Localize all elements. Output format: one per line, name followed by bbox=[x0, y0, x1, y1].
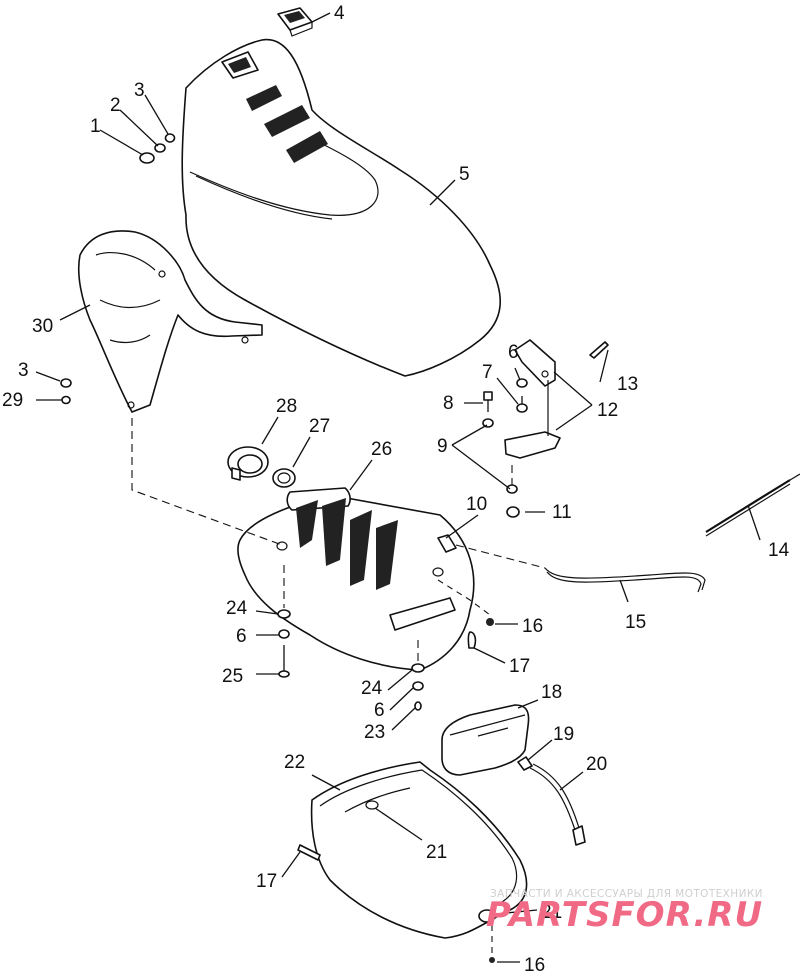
storage-tub-part bbox=[310, 761, 528, 939]
callout-17-lower: 17 bbox=[256, 871, 277, 892]
callout-9: 9 bbox=[437, 436, 448, 457]
pad-part bbox=[441, 704, 530, 776]
callout-3: 3 bbox=[134, 80, 145, 101]
latch-cable bbox=[705, 473, 800, 537]
callout-19: 19 bbox=[553, 724, 574, 745]
hood-part bbox=[77, 230, 263, 413]
callout-16-lower: 16 bbox=[524, 955, 545, 976]
callout-10: 10 bbox=[466, 494, 487, 515]
callout-6-left: 6 bbox=[236, 626, 247, 647]
grommet-part bbox=[227, 446, 269, 481]
callout-24-right: 24 bbox=[361, 678, 383, 699]
seat-fasteners bbox=[139, 133, 176, 164]
callout-6-right: 6 bbox=[374, 700, 385, 721]
storage-tank-part bbox=[237, 487, 475, 671]
callout-25: 25 bbox=[222, 666, 243, 687]
watermark-caption: ЗАПЧАСТИ И АКСЕССУАРЫ ДЛЯ МОТОТЕХНИКИ bbox=[490, 888, 763, 900]
callout-26: 26 bbox=[371, 439, 392, 460]
callout-17: 17 bbox=[509, 656, 530, 677]
callout-12: 12 bbox=[597, 400, 618, 421]
callout-20: 20 bbox=[586, 754, 607, 775]
right-fastener-stack bbox=[411, 663, 425, 711]
hinge-assembly bbox=[482, 339, 609, 518]
callout-24: 24 bbox=[226, 598, 248, 619]
assembly-lines bbox=[131, 418, 546, 955]
pin-lower bbox=[297, 844, 321, 861]
callout-labels: 1 2 3 4 5 30 3 29 28 27 26 6 7 8 9 11 10… bbox=[2, 3, 790, 976]
callout-11: 11 bbox=[552, 502, 572, 523]
callout-15: 15 bbox=[625, 612, 646, 633]
clip-part bbox=[277, 7, 313, 37]
callout-3-lower: 3 bbox=[18, 360, 29, 381]
callout-2: 2 bbox=[110, 95, 121, 116]
seat-part bbox=[181, 38, 501, 377]
pin-and-clip-mid bbox=[467, 618, 494, 649]
callout-5: 5 bbox=[459, 164, 470, 185]
callout-21: 21 bbox=[426, 842, 447, 863]
pin-lower-2 bbox=[489, 957, 495, 963]
callout-28: 28 bbox=[276, 396, 297, 417]
callout-27: 27 bbox=[309, 416, 330, 437]
callout-8: 8 bbox=[443, 393, 454, 414]
callout-7: 7 bbox=[482, 362, 493, 383]
watermark-brand-logo: PARTSFOR.RU bbox=[486, 895, 763, 935]
callout-30: 30 bbox=[32, 316, 53, 337]
latch-rod bbox=[544, 567, 706, 593]
callout-16: 16 bbox=[522, 616, 543, 637]
leader-lines bbox=[35, 12, 761, 963]
bushing-part bbox=[272, 468, 296, 488]
hood-fasteners bbox=[60, 378, 72, 405]
left-fastener-stack bbox=[277, 609, 291, 678]
callout-6-hinge: 6 bbox=[508, 342, 519, 363]
callout-14: 14 bbox=[768, 540, 790, 561]
callout-29: 29 bbox=[2, 390, 23, 411]
latch-bracket bbox=[437, 534, 457, 553]
callout-18: 18 bbox=[541, 682, 562, 703]
watermark: ЗАПЧАСТИ И АКСЕССУАРЫ ДЛЯ МОТОТЕХНИКИ PA… bbox=[486, 888, 763, 935]
callout-1: 1 bbox=[90, 116, 101, 137]
strap-part bbox=[517, 756, 586, 846]
callout-13: 13 bbox=[617, 374, 638, 395]
callout-22: 22 bbox=[284, 752, 305, 773]
callout-23: 23 bbox=[364, 722, 385, 743]
callout-21-lower: 21 bbox=[541, 902, 562, 923]
callout-4: 4 bbox=[334, 3, 345, 24]
